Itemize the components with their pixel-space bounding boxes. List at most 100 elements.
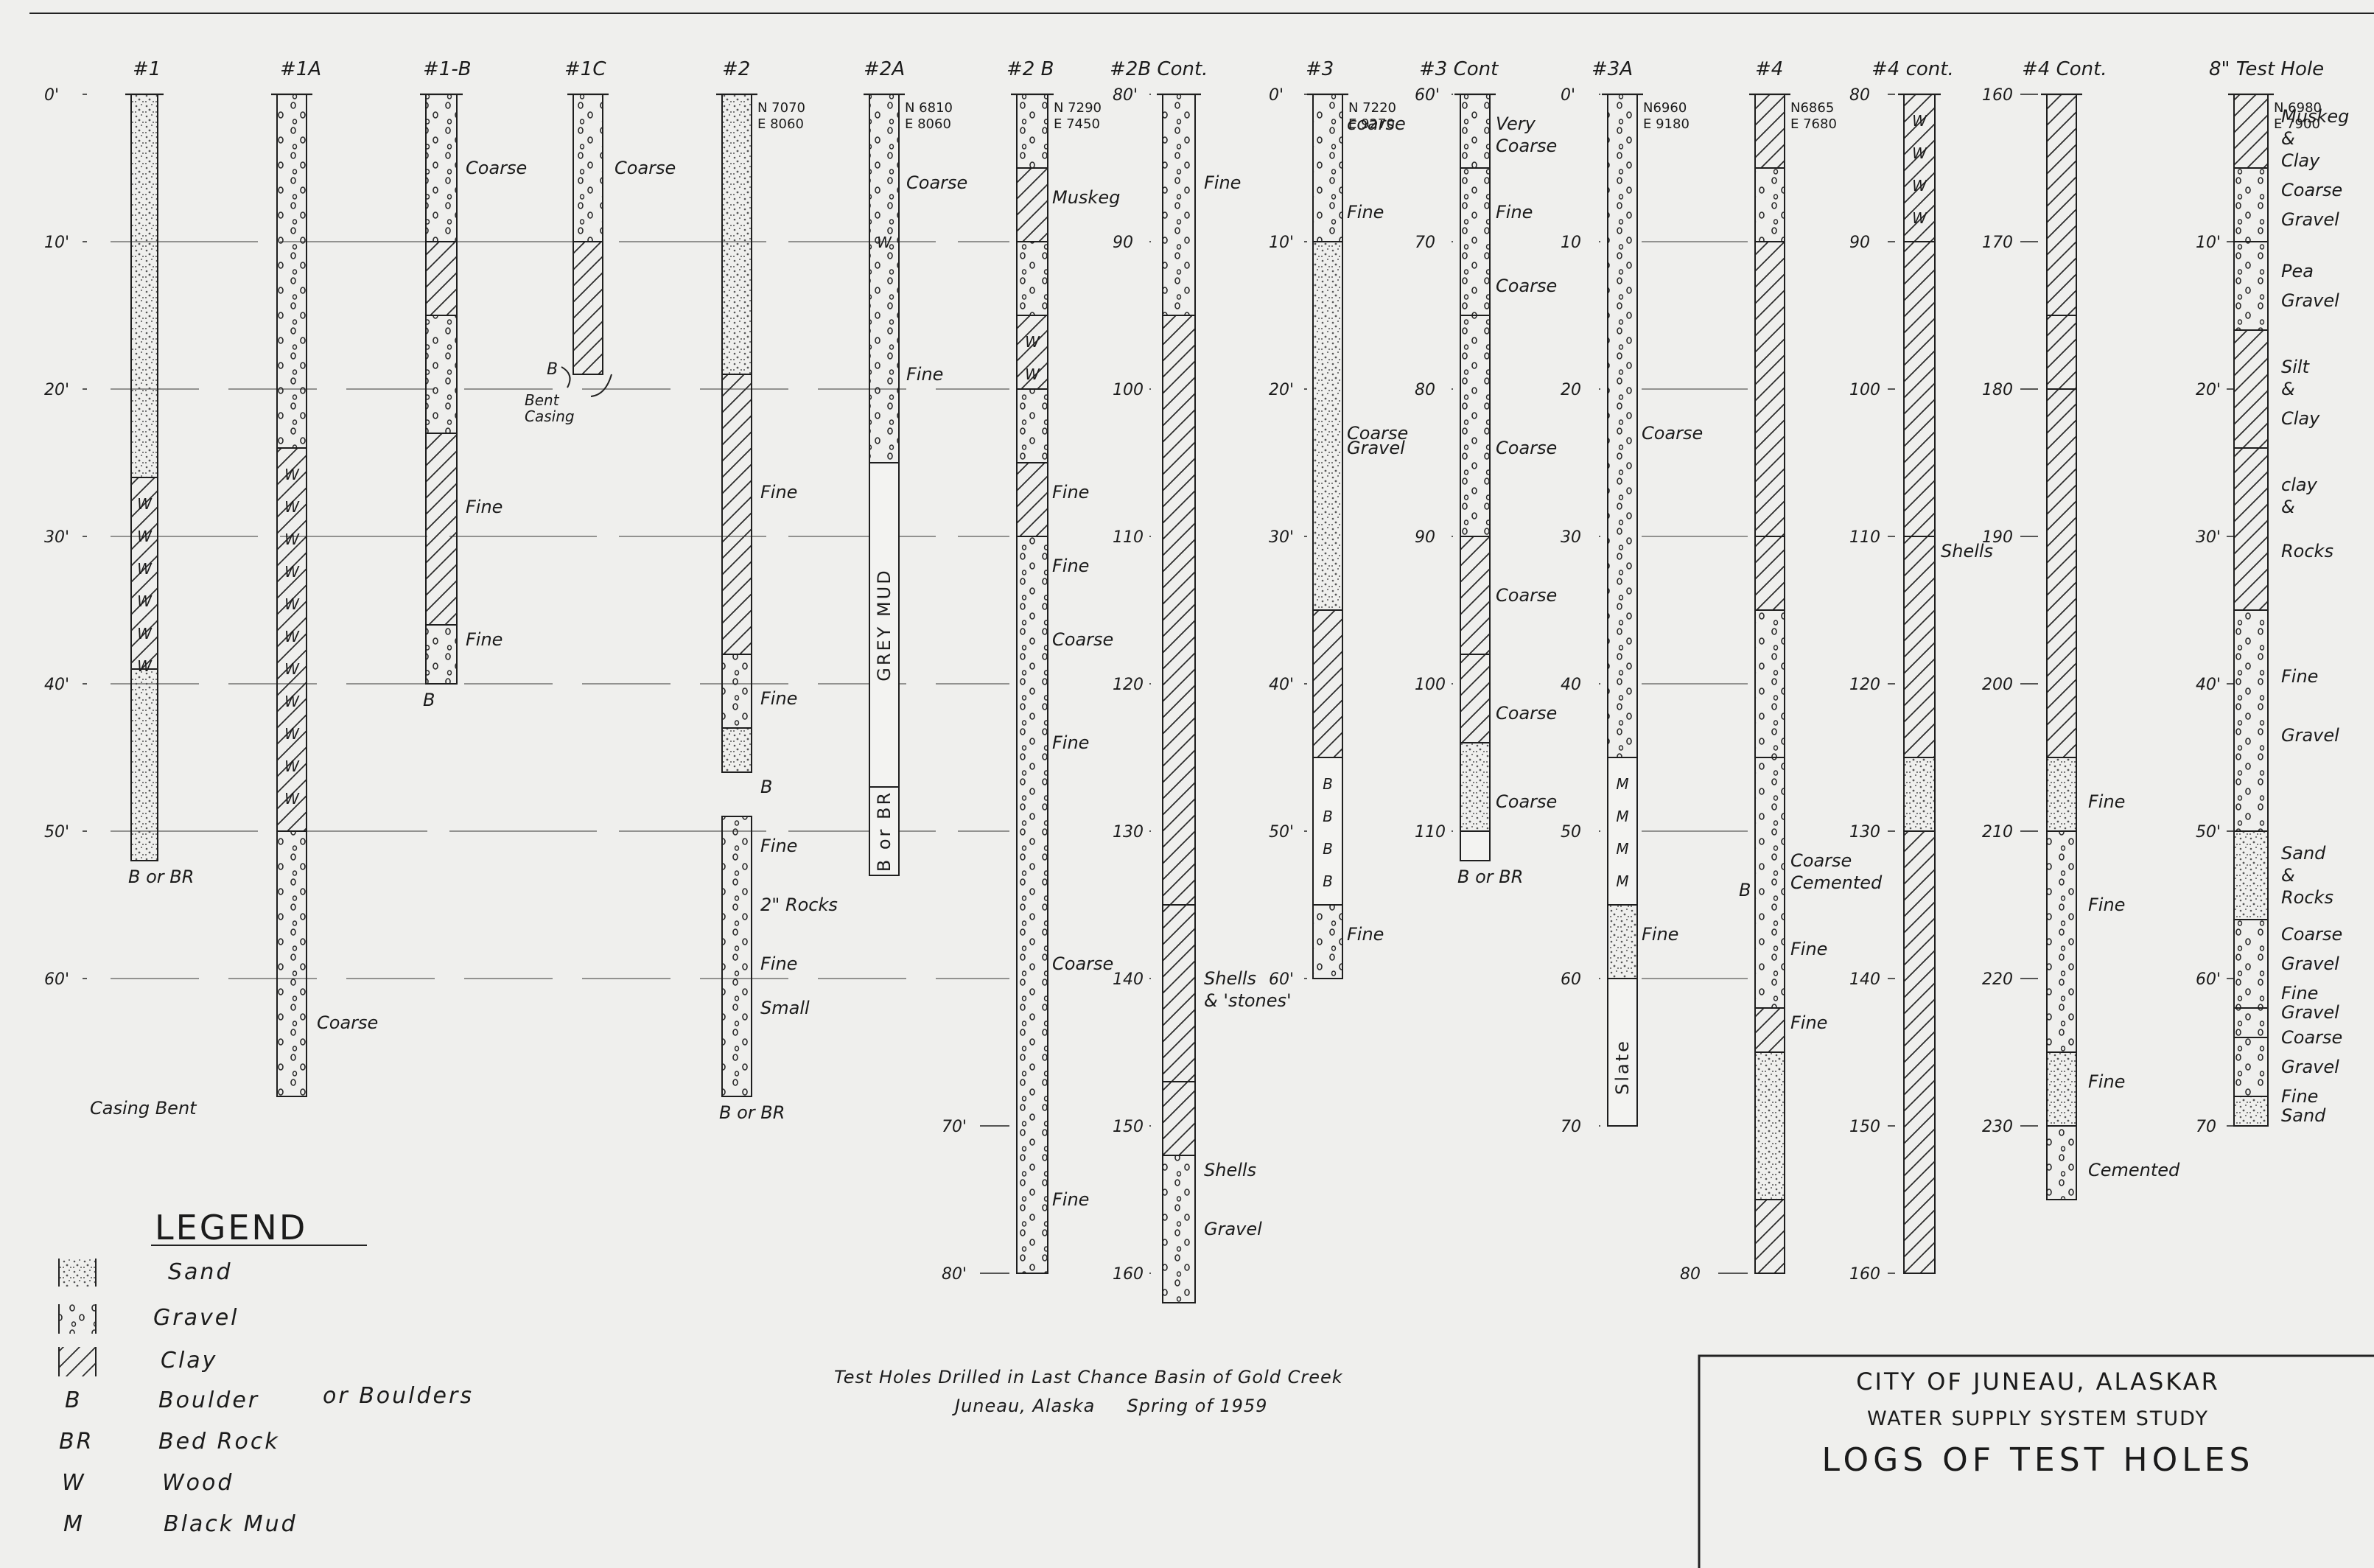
gravel-layer bbox=[425, 315, 458, 434]
layer-note: Pea bbox=[2281, 261, 2314, 281]
layer-note: Gravel bbox=[1204, 1219, 1262, 1239]
gravel-layer bbox=[425, 94, 458, 242]
gravel-layer bbox=[1754, 167, 1785, 242]
layer-note: Fine bbox=[1052, 482, 1089, 503]
layer-symbol: B bbox=[1323, 840, 1333, 858]
layer-symbol: W bbox=[137, 592, 153, 610]
gravel-layer bbox=[1460, 315, 1491, 537]
gravel-layer bbox=[1016, 388, 1048, 463]
depth-scale-label: 100 bbox=[1113, 381, 1144, 399]
layer-symbol: B bbox=[1323, 872, 1333, 890]
depth-scale-label: 160 bbox=[1113, 1265, 1144, 1284]
gravel-layer bbox=[2233, 167, 2269, 242]
layer-note: & 'stones' bbox=[1204, 990, 1292, 1011]
depth-scale-label: 80 bbox=[1415, 381, 1435, 399]
depth-scale-label: 160 bbox=[1982, 86, 2013, 105]
clay-layer bbox=[1754, 241, 1785, 537]
depth-scale-label: 200 bbox=[1982, 676, 2013, 694]
sand-layer bbox=[1312, 241, 1343, 611]
hole-label: #4 Cont. bbox=[2022, 58, 2107, 80]
layer-note: coarse bbox=[1347, 113, 1406, 134]
depth-scale-label: 90 bbox=[1849, 234, 1870, 252]
layer-note: Coarse bbox=[1496, 585, 1557, 606]
hole-label: #3 Cont bbox=[1419, 58, 1499, 80]
layer-symbol: W bbox=[284, 531, 300, 548]
sand-layer bbox=[130, 668, 158, 861]
gravel-layer bbox=[1754, 609, 1785, 758]
layer-note: Coarse bbox=[906, 172, 967, 193]
gravel-layer bbox=[2233, 1037, 2269, 1097]
clay-layer bbox=[1903, 536, 1936, 758]
layer-symbol: W bbox=[284, 563, 300, 581]
depth-scale-label: 40' bbox=[1269, 676, 1294, 694]
depth-scale-label: 30 bbox=[1561, 528, 1581, 547]
layer-note: Coarse bbox=[1496, 276, 1557, 296]
bent-casing-boulder-marker: B bbox=[547, 360, 558, 379]
layer-symbol: W bbox=[284, 628, 300, 645]
depth-scale-label: 70' bbox=[942, 1118, 967, 1136]
layer-note: Fine bbox=[1204, 172, 1241, 193]
depth-scale-label: 70 bbox=[1561, 1118, 1581, 1136]
layer-note: Clay bbox=[2281, 408, 2320, 429]
sand-layer bbox=[1460, 742, 1491, 832]
gravel-layer bbox=[2233, 1007, 2269, 1038]
clay-layer bbox=[1754, 536, 1785, 611]
depth-scale-label: 40' bbox=[2196, 676, 2221, 694]
clay-layer bbox=[573, 241, 603, 375]
layer-symbol: W bbox=[284, 595, 300, 613]
gravel-layer bbox=[721, 816, 752, 1097]
layer-note: Fine bbox=[1790, 1012, 1827, 1033]
hole-coordinate: E 7680 bbox=[1790, 116, 1837, 132]
layer-vertical-label: GREY MUD bbox=[874, 568, 894, 681]
hole-coordinate: E 9270 bbox=[1348, 116, 1395, 132]
hole-label: 8" Test Hole bbox=[2209, 58, 2324, 80]
depth-scale-label: 10 bbox=[1561, 234, 1581, 252]
hole-label: #1-B bbox=[423, 58, 472, 80]
depth-scale-label: 230 bbox=[1982, 1118, 2013, 1136]
layer-symbol: W bbox=[284, 725, 300, 743]
depth-scale-label: 20 bbox=[1561, 381, 1581, 399]
layer-note: Coarse bbox=[1642, 423, 1703, 444]
caption-line-1: Test Holes Drilled in Last Chance Basin … bbox=[834, 1367, 1343, 1387]
layer-note: Fine bbox=[1052, 732, 1089, 753]
legend-sand-label: Sand bbox=[168, 1259, 232, 1285]
depth-scale-label: 210 bbox=[1982, 823, 2013, 841]
depth-scale-label: 110 bbox=[1849, 528, 1880, 547]
depth-scale-label: 30' bbox=[44, 528, 69, 547]
gravel-layer bbox=[1016, 536, 1048, 1274]
layer-symbol: W bbox=[284, 790, 300, 808]
depth-scale-label: 80' bbox=[942, 1265, 967, 1284]
legend-boulder-label: Boulder bbox=[158, 1387, 259, 1413]
layer-vertical-label: Slate bbox=[1612, 1039, 1633, 1095]
layer-note: Sand bbox=[2281, 843, 2326, 864]
hole-coordinate: N 6980 bbox=[2274, 100, 2322, 116]
clay-layer bbox=[2233, 329, 2269, 449]
layer-note: Sand bbox=[2281, 1105, 2326, 1126]
depth-scale-label: 20' bbox=[44, 381, 69, 399]
depth-scale-label: 130 bbox=[1113, 823, 1144, 841]
hole-coordinate: E 8060 bbox=[757, 116, 804, 132]
clay-layer bbox=[1016, 167, 1048, 242]
depth-scale-label: 50' bbox=[1269, 823, 1294, 841]
bent-casing-arrow-left bbox=[561, 366, 571, 388]
layer-symbol: M bbox=[1616, 872, 1628, 890]
legend-clay-label: Clay bbox=[161, 1348, 217, 1373]
layer-note: Fine bbox=[760, 836, 797, 856]
sand-layer bbox=[1903, 757, 1936, 832]
layer-note: Small bbox=[760, 998, 810, 1018]
layer-symbol: M bbox=[1616, 808, 1628, 825]
depth-scale-label: 10' bbox=[2196, 234, 2221, 252]
depth-scale-label: 80' bbox=[1113, 86, 1138, 105]
depth-scale-label: 170 bbox=[1982, 234, 2013, 252]
layer-note: Coarse bbox=[2281, 924, 2342, 945]
hole-label: #2B Cont. bbox=[1110, 58, 1208, 80]
clay-layer bbox=[2046, 388, 2077, 758]
